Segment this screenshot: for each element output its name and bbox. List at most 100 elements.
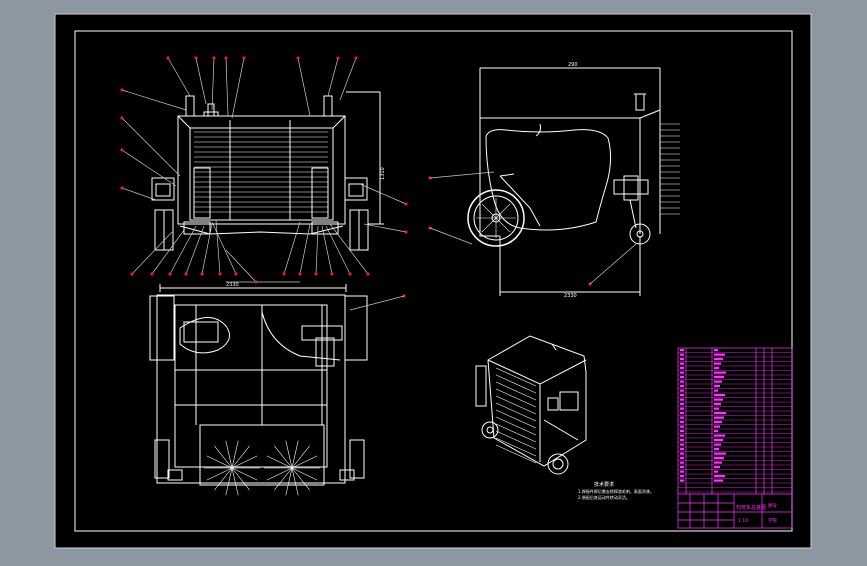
iso-slat	[495, 430, 537, 450]
parts-row-text	[714, 443, 721, 446]
iso-slat	[495, 395, 537, 415]
drawing-sheet-no: 图号	[768, 503, 777, 509]
part-balloon	[120, 148, 124, 152]
brush-bristle	[225, 467, 233, 496]
part-balloon	[348, 272, 352, 276]
brush-bristle	[225, 440, 233, 469]
brush-bristle	[231, 445, 250, 469]
brush-bristle	[266, 467, 293, 481]
brush-bristle	[214, 467, 233, 491]
brush-bristle	[231, 467, 239, 496]
brush-bristle	[231, 455, 258, 469]
parts-row-text	[714, 389, 718, 392]
parts-row-text	[680, 443, 684, 446]
parts-row-text	[680, 362, 684, 365]
parts-row-text	[680, 475, 684, 478]
wheel-spoke	[481, 217, 497, 233]
parts-row-text	[680, 394, 684, 397]
parts-row-text	[680, 416, 684, 419]
iso-slat	[495, 381, 537, 401]
parts-row-text	[714, 407, 719, 410]
part-balloon	[298, 272, 302, 276]
isometric-view	[475, 335, 587, 475]
part-balloon	[194, 56, 198, 60]
parts-list	[677, 347, 793, 529]
parts-row-text	[680, 434, 684, 437]
part-balloon	[354, 56, 358, 60]
top-view	[149, 284, 368, 496]
brush-bristle	[214, 445, 233, 469]
parts-row-text	[680, 389, 684, 392]
parts-row-text	[714, 479, 723, 482]
brush-bristle	[285, 440, 293, 469]
brush-bristle	[231, 467, 250, 491]
parts-row-text	[714, 439, 723, 442]
parts-row-text	[714, 457, 724, 460]
parts-row-text	[714, 430, 718, 433]
part-balloon	[120, 88, 124, 92]
side-view-wheel-spokes	[476, 198, 516, 238]
parts-row-text	[714, 353, 725, 356]
parts-row-text	[680, 376, 684, 379]
brush-bristle	[231, 467, 258, 481]
side-top-dimension: 290	[568, 62, 578, 68]
parts-row-text	[714, 470, 718, 473]
iso-slat	[495, 367, 537, 387]
iso-slat	[495, 409, 537, 429]
part-balloon	[120, 116, 124, 120]
iso-slat	[495, 423, 537, 443]
wheel-spoke	[481, 203, 497, 219]
parts-row-text	[680, 349, 684, 352]
parts-row-text	[714, 358, 723, 361]
brush-bristle	[291, 467, 310, 491]
part-balloon	[184, 272, 188, 276]
brush-bristle	[291, 467, 318, 481]
parts-row-text	[680, 479, 684, 482]
brush-bristle	[291, 445, 310, 469]
front-view-balloons	[120, 56, 592, 298]
parts-row-text	[680, 353, 684, 356]
wheel-spoke	[495, 217, 511, 233]
drawing-scale: 1:10	[738, 518, 748, 524]
isometric-slats	[495, 367, 537, 464]
parts-row-text	[714, 475, 725, 478]
part-balloon	[168, 272, 172, 276]
parts-row-text	[680, 461, 684, 464]
parts-row-text	[714, 380, 722, 383]
brush-bristle	[274, 445, 293, 469]
notes-heading: 技术要求	[594, 481, 614, 488]
iso-slat	[495, 444, 537, 464]
drawing-org: 学院	[768, 517, 777, 524]
part-balloon	[218, 272, 222, 276]
part-balloon	[166, 56, 170, 60]
parts-row-text	[680, 398, 684, 401]
part-balloon	[366, 272, 370, 276]
technical-notes: 技术要求 1.焊接件焊后需去除焊渣毛刺，表面涂漆。 2.装配后各运动件转动灵活。	[578, 481, 654, 500]
iso-slat	[495, 374, 537, 394]
parts-row-text	[714, 371, 726, 374]
part-balloon	[336, 56, 340, 60]
part-balloon	[314, 272, 318, 276]
brush-bristle	[206, 467, 233, 481]
brush-bristle	[291, 440, 299, 469]
wheel-spoke	[495, 203, 511, 219]
part-balloon	[200, 272, 204, 276]
iso-slat	[495, 402, 537, 422]
parts-row-text	[680, 470, 684, 473]
part-balloon	[254, 280, 258, 284]
parts-row-text	[714, 461, 722, 464]
side-bottom-dimension: 2330	[564, 293, 577, 299]
front-view-leaders	[121, 57, 407, 283]
parts-row-text	[680, 385, 684, 388]
parts-row-text	[714, 416, 724, 419]
parts-row-text	[714, 398, 723, 401]
parts-row-text	[680, 452, 684, 455]
parts-list-rows	[678, 352, 792, 493]
parts-row-text	[714, 376, 724, 379]
brush-bristle	[274, 467, 293, 491]
part-balloon	[404, 230, 408, 234]
brush-bristle	[206, 455, 233, 469]
parts-row-text	[714, 412, 726, 415]
part-balloon	[130, 272, 134, 276]
